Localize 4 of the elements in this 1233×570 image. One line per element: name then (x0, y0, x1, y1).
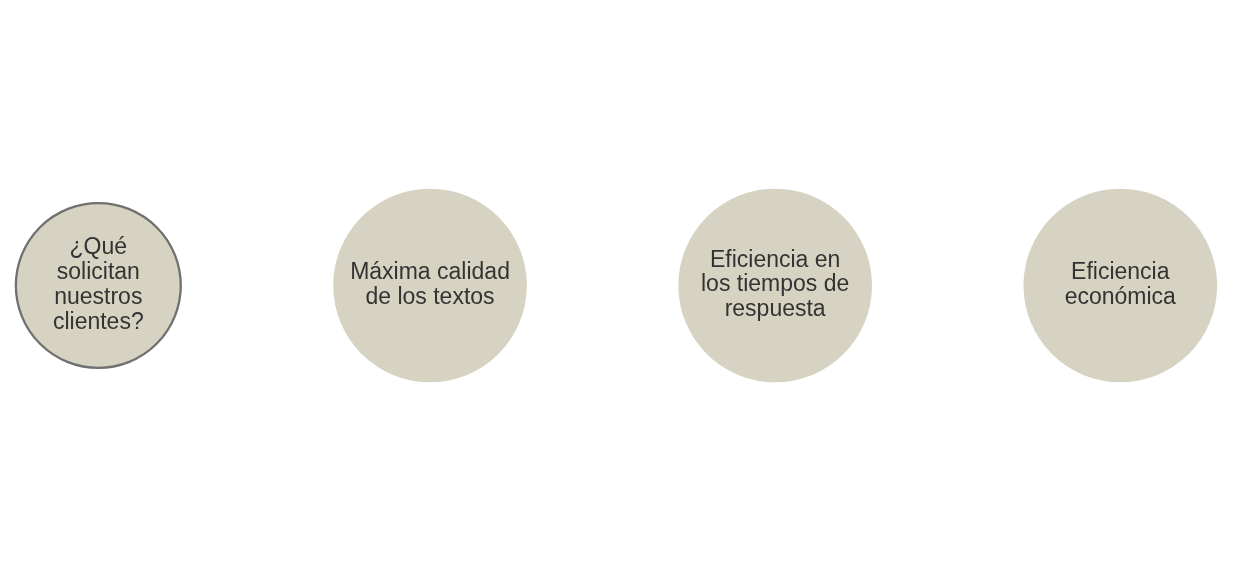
node-circle: ¿Qué solicitan nuestros clientes? (14, 201, 182, 369)
node-circle: Eficiencia en los tiempos de respuesta (678, 188, 872, 382)
node-circle: Eficiencia económica (1023, 188, 1218, 382)
node-circle: Máxima calidad de los textos (333, 188, 527, 382)
